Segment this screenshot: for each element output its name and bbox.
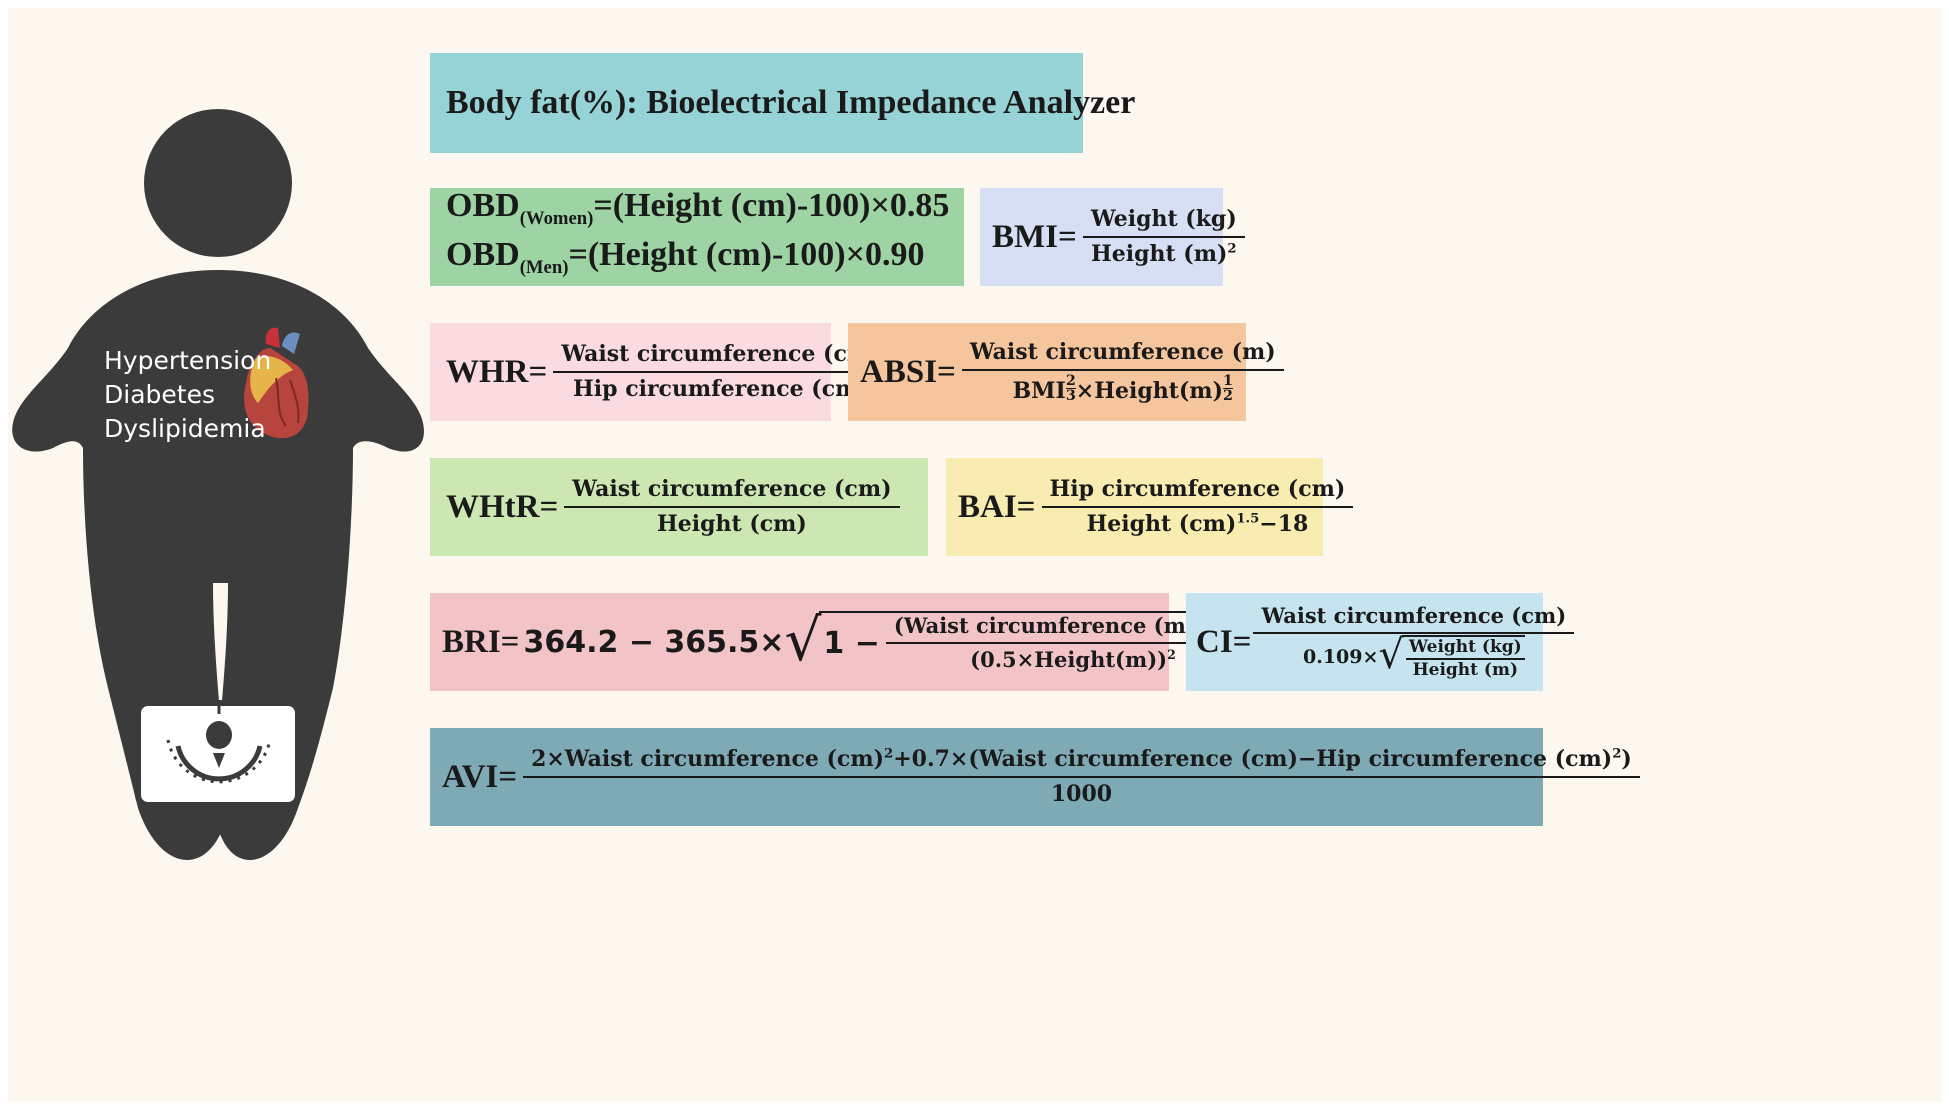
bmi-label: BMI= [992,218,1077,255]
whr-box: WHR= Waist circumference (cm) Hip circum… [430,323,889,421]
ci-den-coeff: 0.109× [1303,646,1379,669]
body-fat-box: Body fat(%): Bioelectrical Impedance Ana… [430,53,1135,153]
whtr-box: WHtR= Waist circumference (cm) Height (c… [430,458,928,556]
condition-diabetes: Diabetes [104,380,215,409]
ci-box: CI= Waist circumference (cm) 0.109× √ We… [1186,593,1575,691]
obd-women-sub: (Women) [519,208,594,229]
ci-sqrt: √ Weight (kg) Height (m) [1378,631,1525,682]
bmi-fraction: Weight (kg) Height (m)2 [1082,206,1245,269]
whr-denominator: Hip circumference (cm) [573,376,869,402]
bai-box: BAI= Hip circumference (cm) Height (cm)1… [946,458,1354,556]
bmi-denominator: Height (m)2 [1090,241,1237,267]
body-shape [12,270,424,861]
bri-label: BRI= [442,623,520,660]
whr-label: WHR= [446,353,548,390]
whr-fraction: Waist circumference (cm) Hip circumferen… [553,341,889,404]
absi-label: ABSI= [860,353,956,390]
whtr-label: WHtR= [446,488,559,525]
head-shape [144,109,292,257]
heart-icon [244,327,309,439]
absi-numerator: Waist circumference (m) [961,339,1284,372]
avi-numerator: 2×Waist circumference (cm)2+0.7×(Waist c… [523,746,1640,778]
ci-denominator: 0.109× √ Weight (kg) Height (m) [1295,634,1533,682]
condition-hypertension: Hypertension [104,346,272,375]
ci-radicand: Weight (kg) Height (m) [1401,634,1525,682]
obd-women-formula: OBD(Women)=(Height (cm)-100)×0.85 [446,188,949,237]
avi-label: AVI= [442,758,518,795]
whtr-fraction: Waist circumference (cm) Height (cm) [564,476,900,539]
bri-radicand: 1 − (Waist circumference (m)/2π)2 (0.5×H… [819,610,1261,674]
obd-men-sub: (Men) [519,256,569,278]
bai-numerator: Hip circumference (cm) [1041,476,1354,508]
avi-fraction: 2×Waist circumference (cm)2+0.7×(Waist c… [523,746,1640,809]
ci-label: CI= [1196,623,1252,660]
bri-denominator: (0.5×Height(m))2 [970,647,1176,672]
whtr-numerator: Waist circumference (cm) [564,476,900,508]
bmi-box: BMI= Weight (kg) Height (m)2 [980,188,1245,286]
ci-numerator: Waist circumference (cm) [1253,603,1575,634]
avi-box: AVI= 2×Waist circumference (cm)2+0.7×(Wa… [430,728,1640,826]
bri-head: 364.2 − 365.5× [523,624,785,660]
obd-women-rest: =(Height (cm)-100)×0.85 [593,187,950,225]
bri-numerator: (Waist circumference (m)/2π)2 [885,613,1261,644]
obd-men-label: OBD [446,236,520,273]
conditions-list: Hypertension Diabetes Dyslipidemia [104,344,271,446]
avi-denominator: 1000 [1050,781,1113,807]
obese-person-silhouette [12,109,424,861]
ci-inner-fraction: Weight (kg) Height (m) [1405,637,1525,682]
ci-inner-numerator: Weight (kg) [1405,637,1525,661]
ci-fraction: Waist circumference (cm) 0.109× √ Weight… [1253,603,1575,682]
body-fat-text: Body fat(%): Bioelectrical Impedance Ana… [446,84,1136,121]
obd-men-formula: OBD(Men)=(Height (cm)-100)×0.90 [446,237,924,286]
bri-sqrt: √ 1 − (Waist circumference (m)/2π)2 (0.5… [784,605,1261,674]
condition-dyslipidemia: Dyslipidemia [104,414,266,443]
bri-box: BRI= 364.2 − 365.5× √ 1 − (Waist circumf… [430,593,1261,691]
ci-radical-icon: √ [1378,631,1404,678]
whr-numerator: Waist circumference (cm) [553,341,889,373]
ci-inner-denominator: Height (m) [1412,660,1519,681]
whtr-denominator: Height (cm) [656,511,807,537]
figure-canvas: Hypertension Diabetes Dyslipidemia Body … [8,8,1941,1102]
bri-fraction: (Waist circumference (m)/2π)2 (0.5×Heigh… [885,613,1261,674]
obd-box: OBD(Women)=(Height (cm)-100)×0.85 OBD(Me… [430,188,964,286]
bai-fraction: Hip circumference (cm) Height (cm)1.5−18 [1041,476,1354,539]
bri-radical-icon: √ [784,605,822,674]
scale-dial-icon [166,703,272,784]
bai-denominator: Height (cm)1.5−18 [1086,511,1309,537]
obd-men-rest: =(Height (cm)-100)×0.90 [568,236,925,273]
obd-women-label: OBD [446,187,520,225]
bmi-numerator: Weight (kg) [1082,206,1245,238]
bai-label: BAI= [958,488,1036,525]
bri-one: 1 − [823,625,880,661]
